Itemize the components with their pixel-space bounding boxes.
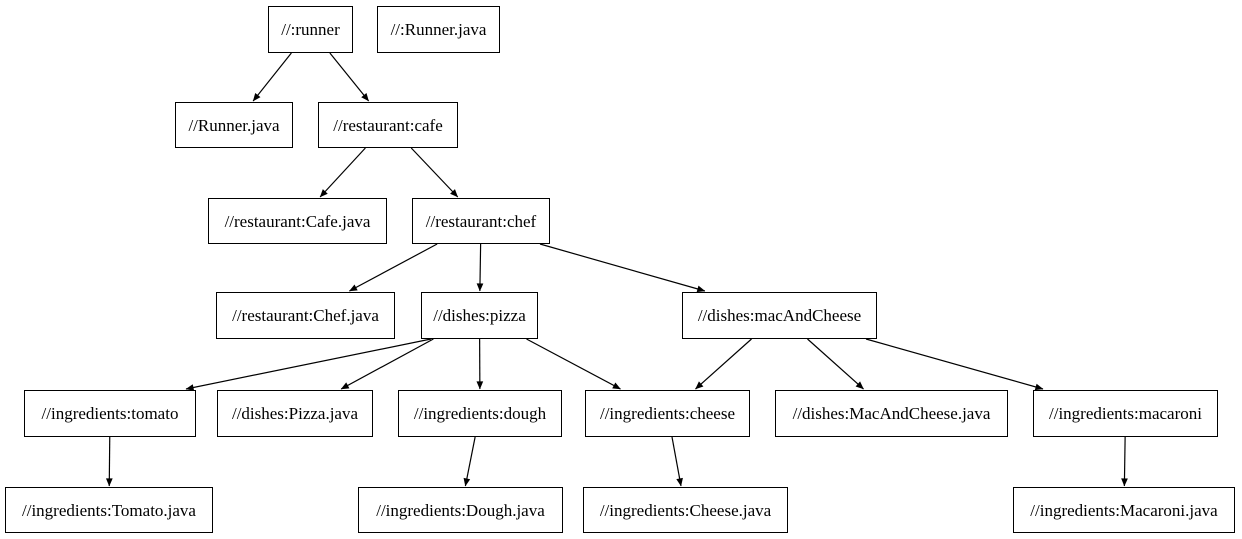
graph-node-dough: //ingredients:dough [398,390,562,437]
graph-node-label: //dishes:macAndCheese [697,306,862,325]
graph-node-label: //restaurant:chef [425,211,537,231]
graph-node-cafe: //restaurant:cafe [318,102,458,148]
graph-node-macaroni: //ingredients:macaroni [1033,390,1218,437]
edge-mac-and-cheese-to-mac-and-cheese-java [807,338,864,390]
graph-node-label: //ingredients:tomato [41,404,179,423]
graph-node-mac-and-cheese-java: //dishes:MacAndCheese.java [775,390,1008,437]
graph-node-label: //:runner [281,20,340,39]
edge-runner-to-cafe [329,52,370,102]
graph-node-label: //ingredients:dough [413,404,547,423]
graph-node-label: //dishes:Pizza.java [231,404,359,423]
graph-node-label: //dishes:MacAndCheese.java [792,404,991,423]
graph-node-cheese: //ingredients:cheese [585,390,750,437]
graph-node-label: //dishes:pizza [433,306,526,325]
graph-node-runner-java-root: //:Runner.java [377,6,500,53]
graph-node-label: //restaurant:cafe [333,115,443,135]
graph-node-runner: //:runner [268,6,353,53]
graph-node-label: //Runner.java [188,115,280,135]
graph-node-label: //ingredients:Macaroni.java [1030,500,1218,520]
edge-cafe-to-cafe-java [319,147,366,198]
graph-node-tomato: //ingredients:tomato [24,390,196,437]
graph-node-label: //restaurant:Chef.java [232,306,379,325]
graph-node-label: //ingredients:Tomato.java [22,500,196,520]
graph-node-label: //ingredients:macaroni [1049,404,1202,423]
graph-node-label: //restaurant:Cafe.java [224,211,371,231]
graph-node-tomato-java: //ingredients:Tomato.java [5,487,213,533]
graph-node-label: //ingredients:Dough.java [376,500,545,520]
graph-node-cafe-java: //restaurant:Cafe.java [208,198,387,244]
edge-cafe-to-chef [410,147,459,198]
edge-dough-to-dough-java [463,436,476,487]
graph-node-chef-java: //restaurant:Chef.java [216,292,395,339]
graph-node-label: //ingredients:cheese [599,404,735,423]
graph-node-mac-and-cheese: //dishes:macAndCheese [682,292,877,339]
graph-node-label: //ingredients:Cheese.java [599,500,772,520]
edge-tomato-to-tomato-java [105,436,113,487]
edge-runner-to-runner-java [252,52,292,102]
edge-pizza-to-cheese [526,338,621,390]
edge-chef-to-chef-java [349,243,438,292]
edge-macaroni-to-macaroni-java [1121,436,1128,487]
edge-chef-to-mac-and-cheese [539,243,706,293]
graph-node-chef: //restaurant:chef [412,198,550,244]
edge-mac-and-cheese-to-macaroni [865,338,1044,391]
graph-node-pizza: //dishes:pizza [421,292,538,339]
edge-mac-and-cheese-to-cheese [695,338,752,390]
edge-pizza-to-pizza-java [340,338,434,390]
graph-node-macaroni-java: //ingredients:Macaroni.java [1013,487,1235,533]
graph-node-dough-java: //ingredients:Dough.java [358,487,563,533]
graph-node-label: //:Runner.java [390,20,487,39]
edge-chef-to-pizza [476,243,484,292]
graph-node-pizza-java: //dishes:Pizza.java [217,390,373,437]
graph-node-cheese-java: //ingredients:Cheese.java [583,487,788,533]
edge-cheese-to-cheese-java [671,436,683,487]
graph-node-runner-java: //Runner.java [175,102,293,148]
edge-pizza-to-tomato [185,338,432,391]
